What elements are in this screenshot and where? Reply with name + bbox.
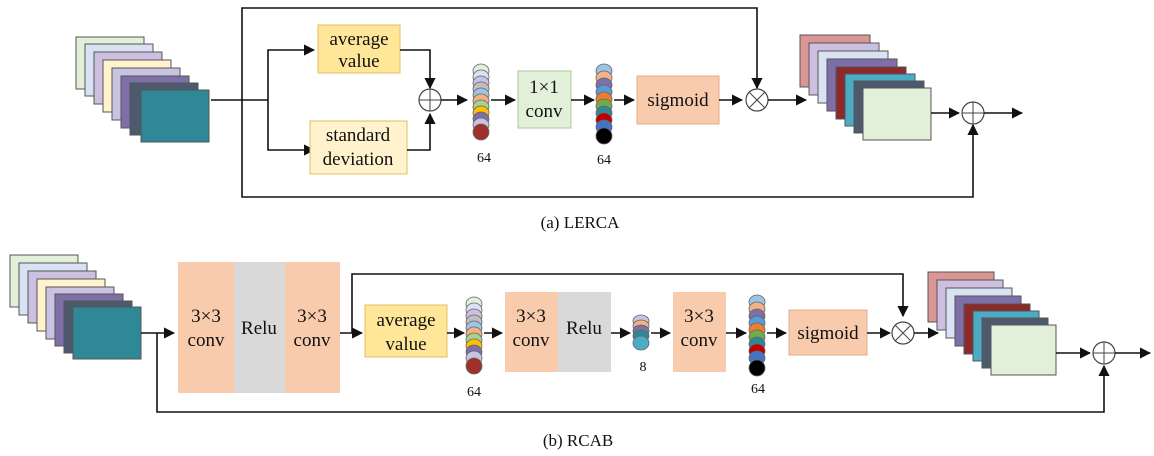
- lerca-channel-column-b: [595, 63, 613, 145]
- rcab-conv4-label-2: conv: [681, 330, 718, 351]
- rcab-multiply-node: [891, 321, 915, 345]
- rcab-diagram: 3×3 conv Relu 3×3 conv average value 64: [9, 254, 1152, 450]
- rcab-channel-count-c: 64: [751, 382, 765, 397]
- rcab-conv2-label-2: conv: [294, 330, 331, 351]
- rcab-conv3-box: [505, 292, 558, 372]
- rcab-average-value-label-2: value: [385, 334, 426, 355]
- rcab-average-value-box: [364, 304, 448, 358]
- rcab-conv4-label-1: 3×3: [684, 306, 714, 327]
- rcab-sigmoid-label: sigmoid: [797, 323, 859, 344]
- rcab-relu2-box: [558, 292, 611, 372]
- rcab-conv1-label-1: 3×3: [191, 306, 221, 327]
- rcab-channel-column-b: [632, 314, 650, 351]
- rcab-residual-connection: [156, 333, 1110, 413]
- lerca-standard-deviation-label-1: standard: [326, 125, 391, 146]
- rcab-conv4-box: [673, 292, 726, 372]
- rcab-relu1-label: Relu: [241, 318, 277, 339]
- lerca-sigmoid-box: [636, 75, 720, 125]
- lerca-standard-deviation-box: [309, 120, 408, 175]
- rcab-channel-count-a: 64: [467, 385, 481, 400]
- lerca-average-value-label-1: average: [329, 29, 388, 50]
- rcab-relu2-label: Relu: [566, 318, 602, 339]
- lerca-sigmoid-label: sigmoid: [647, 90, 709, 111]
- lerca-sum-node: [418, 88, 442, 112]
- rcab-conv1-label-2: conv: [188, 330, 225, 351]
- rcab-caption: (b) RCAB: [543, 431, 613, 450]
- lerca-1x1-conv-label-2: conv: [526, 101, 563, 122]
- rcab-sigmoid-box: [788, 309, 868, 356]
- lerca-1x1-conv-box: [517, 70, 572, 129]
- rcab-conv2-box: [285, 262, 340, 393]
- lerca-output-sum-node: [961, 101, 985, 125]
- rcab-conv2-label-1: 3×3: [297, 306, 327, 327]
- rcab-channel-column-a: [465, 296, 483, 375]
- lerca-input-feature-stack: [75, 36, 210, 143]
- lerca-channel-count-a: 64: [477, 151, 491, 166]
- lerca-multiply-node: [745, 88, 769, 112]
- rcab-output-sum-node: [1092, 341, 1116, 365]
- rcab-conv1-box: [178, 262, 234, 393]
- rcab-conv3-label-2: conv: [513, 330, 550, 351]
- lerca-diagram: average value standard deviation: [75, 7, 1024, 232]
- rcab-conv3-label-1: 3×3: [516, 306, 546, 327]
- lerca-average-value-box: [317, 24, 401, 74]
- lerca-skip-connection: [241, 7, 763, 100]
- rcab-input-feature-stack: [9, 254, 142, 360]
- lerca-average-value-label-2: value: [338, 51, 379, 72]
- lerca-residual-connection: [241, 100, 979, 198]
- lerca-caption: (a) LERCA: [541, 213, 621, 232]
- rcab-average-value-label-1: average: [376, 310, 435, 331]
- lerca-1x1-conv-label-1: 1×1: [529, 77, 559, 98]
- lerca-standard-deviation-label-2: deviation: [323, 149, 394, 170]
- lerca-channel-count-b: 64: [597, 153, 611, 168]
- rcab-output-feature-stack: [927, 271, 1057, 376]
- lerca-output-feature-stack: [799, 34, 932, 141]
- rcab-relu1-box: [234, 262, 285, 393]
- lerca-channel-column-a: [472, 63, 490, 141]
- rcab-channel-column-c: [748, 294, 766, 377]
- rcab-skip-connection: [351, 273, 909, 333]
- rcab-channel-count-b: 8: [640, 360, 647, 375]
